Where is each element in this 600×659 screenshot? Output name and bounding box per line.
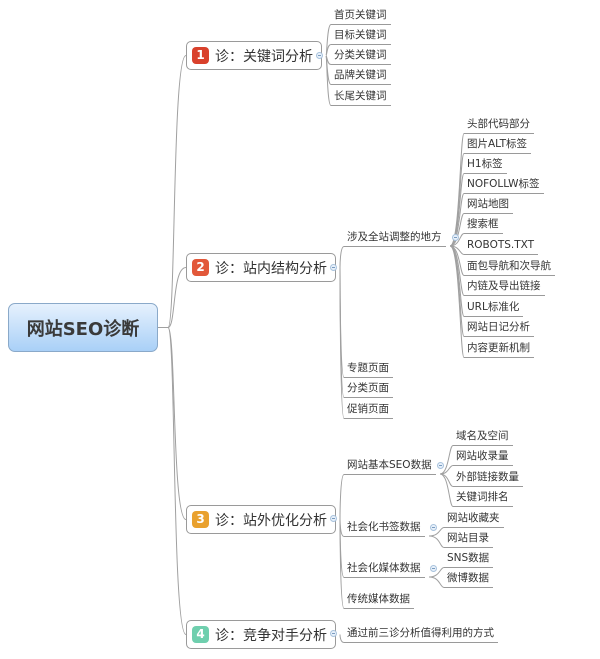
list-item[interactable]: 网站收藏夹 — [444, 511, 504, 528]
connector — [339, 474, 345, 520]
branch-competitor[interactable]: 4 诊：竞争对手分析 — [186, 620, 336, 649]
number-badge-3: 3 — [192, 511, 209, 528]
subtopic-seo-data[interactable]: 网站基本SEO数据 — [344, 458, 436, 475]
connector — [339, 267, 345, 419]
branch-site-structure[interactable]: 2 诊：站内结构分析 — [186, 253, 336, 282]
connector — [428, 576, 445, 588]
collapse-icon[interactable] — [330, 264, 337, 271]
branch-label: 诊：站外优化分析 — [215, 512, 327, 529]
connector — [167, 55, 187, 328]
subtopic-bookmarks[interactable]: 社会化书签数据 — [344, 520, 425, 537]
list-item[interactable]: H1标签 — [464, 157, 507, 174]
list-item[interactable]: NOFOLLW标签 — [464, 177, 544, 194]
list-item[interactable]: 首页关键词 — [331, 8, 391, 25]
number-badge-1: 1 — [192, 47, 209, 64]
connector — [339, 634, 345, 643]
number-badge-2: 2 — [192, 259, 209, 276]
connector — [339, 246, 345, 268]
connector — [439, 473, 454, 507]
connector — [439, 473, 454, 487]
connector — [449, 233, 465, 247]
subtopic-social-media[interactable]: 社会化媒体数据 — [344, 561, 425, 578]
connector — [449, 213, 465, 247]
list-item[interactable]: 图片ALT标签 — [464, 137, 532, 154]
list-item[interactable]: 分类页面 — [344, 381, 393, 398]
list-item[interactable]: 网站目录 — [444, 531, 493, 548]
branch-label: 诊：竞争对手分析 — [215, 627, 327, 644]
list-item[interactable]: 网站收录量 — [453, 449, 513, 466]
list-item[interactable]: 通过前三诊分析值得利用的方式 — [344, 626, 498, 643]
connector — [439, 445, 454, 475]
collapse-icon[interactable] — [430, 565, 437, 572]
collapse-icon[interactable] — [430, 524, 437, 531]
list-item[interactable]: 分类关键词 — [331, 48, 391, 65]
connector — [167, 327, 187, 635]
list-item[interactable]: 内链及导出链接 — [464, 279, 545, 296]
list-item[interactable]: 长尾关键词 — [331, 89, 391, 106]
collapse-icon[interactable] — [437, 462, 444, 469]
list-item[interactable]: 网站日记分析 — [464, 320, 534, 337]
list-item[interactable]: 品牌关键词 — [331, 68, 391, 85]
connector — [449, 245, 465, 358]
branch-keyword-analysis[interactable]: 1 诊：关键词分析 — [186, 41, 322, 70]
root-label: 网站SEO诊断 — [26, 318, 140, 340]
collapse-icon[interactable] — [316, 52, 323, 59]
connector — [167, 327, 187, 520]
list-item[interactable]: 专题页面 — [344, 361, 393, 378]
list-item[interactable]: SNS数据 — [444, 551, 494, 568]
subtopic-sitewide[interactable]: 涉及全站调整的地方 — [344, 230, 446, 247]
collapse-icon[interactable] — [330, 630, 337, 637]
branch-label: 诊：站内结构分析 — [215, 260, 327, 277]
list-item[interactable]: 头部代码部分 — [464, 117, 534, 134]
branch-label: 诊：关键词分析 — [215, 48, 313, 65]
list-item[interactable]: URL标准化 — [464, 300, 524, 317]
list-item[interactable]: ROBOTS.TXT — [464, 238, 539, 255]
connector — [339, 519, 345, 609]
connector — [167, 267, 187, 328]
list-item[interactable]: 外部链接数量 — [453, 470, 523, 487]
list-item[interactable]: 面包导航和次导航 — [464, 259, 555, 276]
collapse-icon[interactable] — [452, 234, 459, 241]
list-item[interactable]: 内容更新机制 — [464, 341, 534, 358]
root-topic[interactable]: 网站SEO诊断 — [8, 303, 158, 352]
list-item[interactable]: 域名及空间 — [453, 429, 513, 446]
list-item[interactable]: 网站地图 — [464, 197, 513, 214]
list-item[interactable]: 促销页面 — [344, 402, 393, 419]
connector — [449, 193, 465, 247]
connector — [428, 535, 445, 548]
number-badge-4: 4 — [192, 626, 209, 643]
list-item[interactable]: 目标关键词 — [331, 28, 391, 45]
subtopic-traditional-media[interactable]: 传统媒体数据 — [344, 592, 414, 609]
list-item[interactable]: 搜索框 — [464, 217, 503, 234]
list-item[interactable]: 微博数据 — [444, 571, 493, 588]
list-item[interactable]: 关键词排名 — [453, 490, 513, 507]
branch-offsite[interactable]: 3 诊：站外优化分析 — [186, 505, 336, 534]
connector — [325, 55, 332, 106]
collapse-icon[interactable] — [330, 515, 337, 522]
